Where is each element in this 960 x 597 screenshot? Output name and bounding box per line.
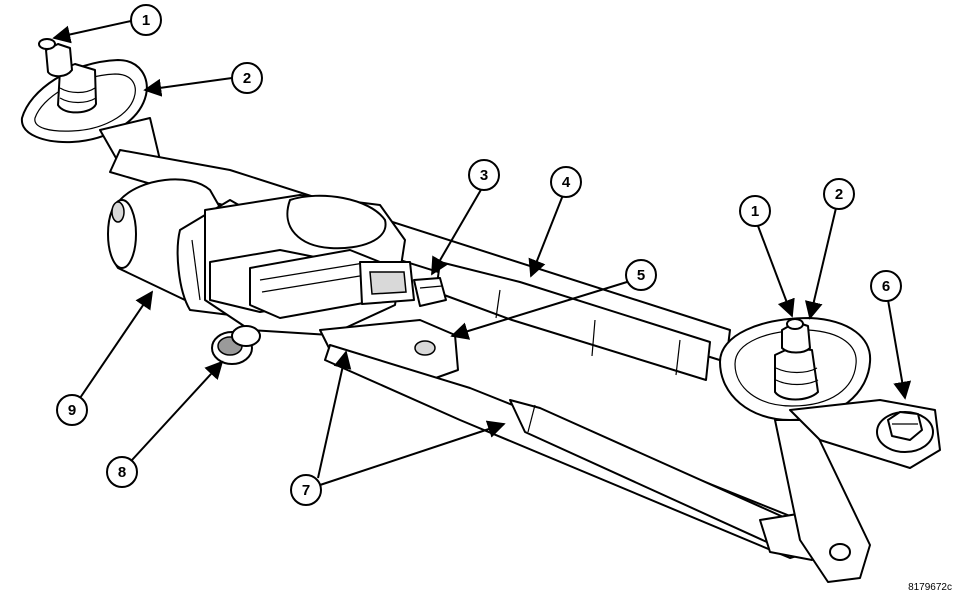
svg-text:1: 1: [142, 12, 150, 29]
callout-9: 9: [56, 394, 88, 426]
leader-6: [887, 299, 912, 400]
callout-7: 7: [290, 474, 322, 506]
leader-1-right: [757, 225, 795, 318]
callout-2-left: 2: [231, 62, 263, 94]
svg-text:6: 6: [882, 278, 890, 295]
right-pivot-assembly: [719, 317, 872, 421]
svg-text:4: 4: [562, 174, 571, 191]
svg-text:5: 5: [637, 267, 645, 284]
leader-7a: [317, 350, 352, 479]
callout-2-right: 2: [823, 178, 855, 210]
motor-grommet: [211, 325, 261, 365]
leader-7b: [319, 420, 506, 486]
leader-8: [131, 360, 224, 461]
callout-5: 5: [625, 259, 657, 291]
leader-lines: [52, 20, 912, 486]
svg-text:1: 1: [751, 203, 759, 220]
leader-1-left: [52, 20, 132, 44]
callout-8: 8: [106, 456, 138, 488]
left-pivot-assembly: [20, 38, 161, 166]
svg-text:8: 8: [118, 464, 126, 481]
svg-text:2: 2: [243, 70, 251, 87]
leader-5: [450, 281, 628, 340]
leader-9: [79, 290, 154, 399]
callouts: 1 2 3 4 5 1 2 6 9 8 7: [56, 4, 902, 506]
callout-6: 6: [870, 270, 902, 302]
callout-1-left: 1: [130, 4, 162, 36]
svg-text:9: 9: [68, 402, 76, 419]
callout-1-right: 1: [739, 195, 771, 227]
callout-3: 3: [468, 159, 500, 191]
svg-text:7: 7: [302, 482, 310, 499]
leader-2-left: [143, 77, 233, 97]
svg-text:3: 3: [480, 167, 488, 184]
wiring-clip: [413, 277, 447, 307]
svg-text:2: 2: [835, 186, 843, 203]
figure-id: 8179672c: [908, 582, 952, 593]
leader-3: [431, 187, 483, 276]
callout-4: 4: [550, 166, 582, 198]
gearbox-housing: [204, 194, 415, 336]
leader-2-right: [804, 207, 837, 320]
leader-4: [528, 194, 564, 278]
right-mount-foot: [789, 399, 941, 469]
